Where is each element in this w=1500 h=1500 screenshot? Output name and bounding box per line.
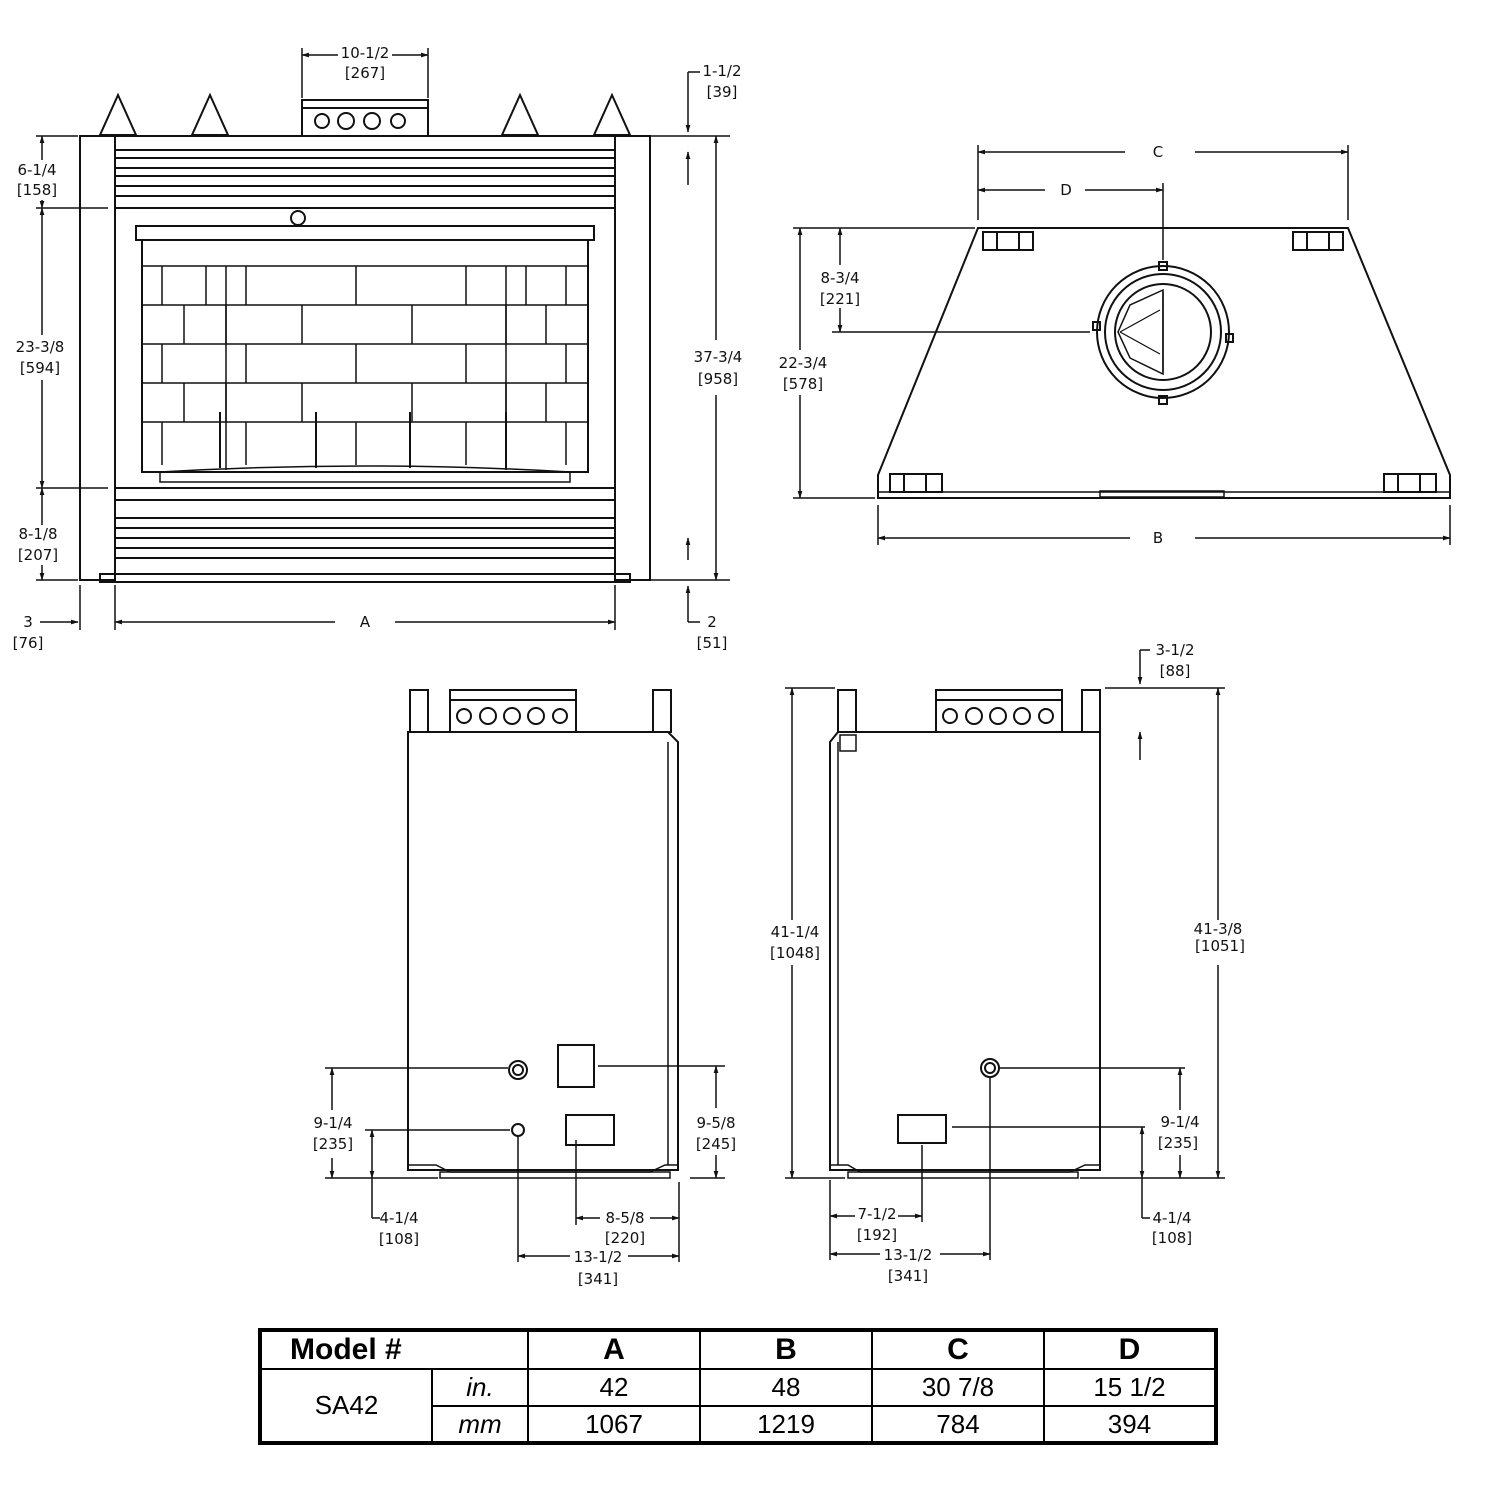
- dim-height-left-mm: [1048]: [770, 944, 820, 962]
- header-b: B: [699, 1329, 873, 1370]
- dim-box-offset-mm: [220]: [605, 1229, 645, 1247]
- header-c: C: [871, 1329, 1045, 1370]
- unit-mm: mm: [431, 1405, 529, 1444]
- top-dimensions: [793, 145, 1451, 545]
- cell-mm-b: 1219: [699, 1405, 873, 1444]
- dim-side-offset: 3: [23, 613, 33, 631]
- dim-top-width-mm: [267]: [345, 64, 385, 82]
- dim-gas-height-right-mm: [235]: [1158, 1134, 1198, 1152]
- dim-hole-offset-right-mm: [341]: [888, 1267, 928, 1285]
- right-side-view: [829, 689, 1101, 1179]
- dim-top-offset-mm: [39]: [707, 83, 738, 101]
- dim-lower-left-mm: [207]: [18, 546, 58, 564]
- cell-in-a: 42: [527, 1368, 701, 1407]
- dim-label-d: D: [1060, 181, 1072, 199]
- left-side-view: [407, 689, 679, 1179]
- cell-in-c: 30 7/8: [871, 1368, 1045, 1407]
- dim-lower-height-right-mm: [108]: [1152, 1229, 1192, 1247]
- dim-overall-height: 37-3/4: [694, 348, 743, 366]
- dim-depth: 22-3/4: [779, 354, 828, 372]
- dim-box-offset-right-mm: [192]: [857, 1226, 897, 1244]
- dim-box-offset: 8-5/8: [605, 1209, 644, 1227]
- dim-box-offset-right: 7-1/2: [857, 1205, 896, 1223]
- dim-lower-height-mm: [108]: [379, 1230, 419, 1248]
- dim-side-offset-mm: [76]: [13, 634, 44, 652]
- dim-collar-offset: 8-3/4: [820, 269, 859, 287]
- dim-gas-height-right: 9-1/4: [1160, 1113, 1199, 1131]
- left-side-dimension-labels: 9-1/4 [235] 9-5/8 [245] 4-1/4 [108] 8-5/…: [313, 1114, 736, 1288]
- dim-gas-height-mm: [235]: [313, 1135, 353, 1153]
- dim-top-width: 10-1/2: [341, 44, 390, 62]
- right-side-dimensions: [785, 649, 1225, 1260]
- dim-lower-left: 8-1/8: [18, 525, 57, 543]
- dim-label-b: B: [1153, 529, 1163, 547]
- right-side-dimension-labels: 3-1/2 [88] 41-1/4 [1048] 41-3/8 [1051] 9…: [770, 641, 1245, 1285]
- dim-bottom-offset: 2: [707, 613, 717, 631]
- dim-top-offset: 1-1/2: [702, 62, 741, 80]
- header-model: Model #: [259, 1329, 529, 1370]
- dim-collar-offset-mm: [221]: [820, 290, 860, 308]
- unit-in: in.: [431, 1368, 529, 1407]
- cell-mm-d: 394: [1043, 1405, 1217, 1444]
- dim-top-offset-right: 3-1/2: [1155, 641, 1194, 659]
- front-view: [79, 92, 651, 583]
- dimension-table: Model # A B C D SA42 in. 42 48 30 7/8 15…: [258, 1328, 1218, 1445]
- dimension-drawing: 10-1/2 [267] 1-1/2 [39] 6-1/4 [158] 23-3…: [13, 44, 1451, 1288]
- dim-width-a: A: [360, 613, 371, 631]
- top-view: [877, 227, 1451, 499]
- dim-bottom-offset-mm: [51]: [697, 634, 728, 652]
- dim-opening-height-mm: [594]: [20, 359, 60, 377]
- top-dimension-labels: C D B 8-3/4 [221] 22-3/4 [578]: [779, 143, 1164, 547]
- front-dimensions: [36, 48, 730, 630]
- cell-mm-a: 1067: [527, 1405, 701, 1444]
- left-side-dimensions: [325, 1065, 725, 1262]
- dim-upper-left: 6-1/4: [17, 161, 56, 179]
- dim-elec-height-mm: [245]: [696, 1135, 736, 1153]
- dim-overall-height-mm: [958]: [698, 370, 738, 388]
- header-a: A: [527, 1329, 701, 1370]
- model-name: SA42: [259, 1368, 433, 1444]
- dim-label-c: C: [1153, 143, 1163, 161]
- cell-mm-c: 784: [871, 1405, 1045, 1444]
- dim-gas-height: 9-1/4: [313, 1114, 352, 1132]
- cell-in-d: 15 1/2: [1043, 1368, 1217, 1407]
- dim-height-right-mm: [1051]: [1195, 937, 1245, 955]
- header-d: D: [1043, 1329, 1217, 1370]
- dim-elec-height: 9-5/8: [696, 1114, 735, 1132]
- dim-height-left: 41-1/4: [771, 923, 820, 941]
- dim-top-offset-right-mm: [88]: [1160, 662, 1191, 680]
- dim-lower-height-right: 4-1/4: [1152, 1209, 1191, 1227]
- dim-hole-offset: 13-1/2: [574, 1248, 623, 1266]
- brick-pattern: [142, 265, 588, 470]
- dim-opening-height: 23-3/8: [16, 338, 65, 356]
- dim-hole-offset-right: 13-1/2: [884, 1246, 933, 1264]
- dim-upper-left-mm: [158]: [17, 181, 57, 199]
- dim-height-right: 41-3/8: [1194, 920, 1243, 938]
- dim-hole-offset-mm: [341]: [578, 1270, 618, 1288]
- dim-lower-height: 4-1/4: [379, 1209, 418, 1227]
- front-dimension-labels: 10-1/2 [267] 1-1/2 [39] 6-1/4 [158] 23-3…: [13, 44, 743, 652]
- cell-in-b: 48: [699, 1368, 873, 1407]
- dim-depth-mm: [578]: [783, 375, 823, 393]
